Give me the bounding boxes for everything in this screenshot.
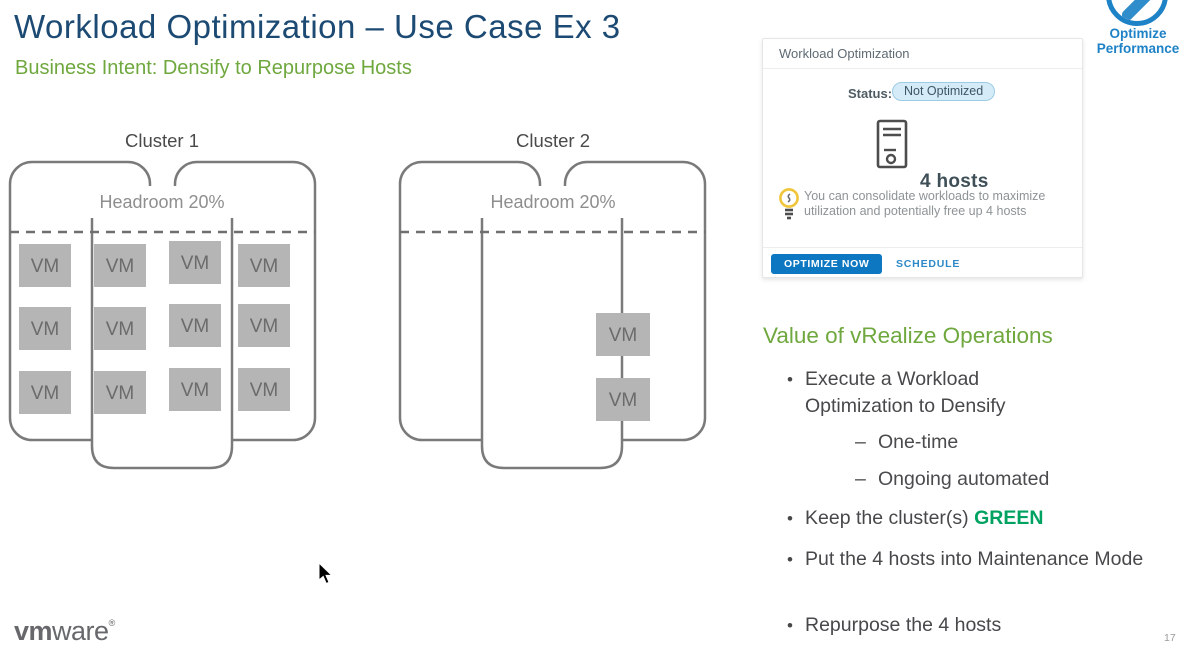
bullet-dot: •	[787, 616, 793, 635]
vmware-logo: vmware®	[14, 616, 115, 647]
vm-grid: VM VM VM VM VM VM VM VM VM VM VM VM	[19, 241, 290, 414]
vm-box: VM	[238, 304, 290, 347]
bullet-repurpose-hosts: • Repurpose the 4 hosts	[787, 612, 1167, 639]
card-title: Workload Optimization	[763, 39, 1082, 69]
bullet-text: Keep the cluster(s) GREEN	[805, 505, 1043, 532]
svg-text:VM: VM	[250, 316, 279, 337]
bullet-maintenance-mode: • Put the 4 hosts into Maintenance Mode	[787, 546, 1179, 573]
svg-text:VM: VM	[250, 380, 279, 401]
host-outline	[480, 218, 624, 470]
footer-divider	[763, 247, 1082, 248]
bullet-execute-optimization: • Execute a Workload Optimization to Den…	[787, 366, 1087, 420]
vm-box: VM	[169, 304, 221, 347]
svg-text:VM: VM	[181, 380, 210, 401]
bullet-keep-green: • Keep the cluster(s) GREEN	[787, 505, 1187, 532]
vm-box: VM	[238, 244, 290, 287]
svg-text:VM: VM	[106, 319, 135, 340]
svg-text:VM: VM	[609, 390, 638, 411]
server-host-icon	[876, 119, 908, 169]
logo-bold-part: vm	[14, 616, 53, 646]
bullet-text: Execute a Workload Optimization to Densi…	[805, 368, 1006, 417]
badge-label-line2: Performance	[1096, 41, 1180, 56]
sub-bullet-one-time: – One-time	[855, 429, 1155, 455]
tip-text: You can consolidate workloads to maximiz…	[804, 189, 1046, 218]
page-number: 17	[1164, 632, 1176, 644]
svg-text:VM: VM	[609, 325, 638, 346]
optimize-now-button[interactable]: OPTIMIZE NOW	[771, 254, 883, 274]
vm-box: VM	[238, 368, 290, 411]
headroom-label: Headroom 20%	[490, 192, 615, 212]
status-label: Status:	[848, 86, 893, 101]
logo-light-part: ware	[52, 616, 109, 646]
svg-text:VM: VM	[181, 316, 210, 337]
cluster-1-label: Cluster 1	[125, 130, 199, 151]
vm-box: VM	[94, 307, 146, 350]
lightbulb-tip-icon	[779, 188, 799, 220]
vm-box: VM	[596, 378, 650, 421]
svg-text:VM: VM	[31, 256, 60, 277]
page-subtitle: Business Intent: Densify to Repurpose Ho…	[15, 57, 412, 79]
bullet-text-prefix: Keep the cluster(s)	[805, 507, 975, 529]
sub-bullet-ongoing-automated: – Ongoing automated	[855, 466, 1175, 492]
host-outline	[90, 218, 234, 470]
headroom-label: Headroom 20%	[99, 192, 224, 212]
vm-box: VM	[94, 371, 146, 414]
sub-bullet-text: One-time	[878, 431, 959, 453]
vm-box: VM	[596, 313, 650, 356]
vm-box: VM	[169, 368, 221, 411]
schedule-button[interactable]: SCHEDULE	[896, 258, 961, 270]
status-badge: Not Optimized	[892, 82, 996, 101]
host-outline-fill	[482, 186, 622, 468]
cluster-2-group: Cluster 2 Headroom 20% VM VM	[398, 130, 707, 470]
svg-text:VM: VM	[181, 253, 210, 274]
vm-box: VM	[19, 307, 71, 350]
bullet-dot: •	[787, 370, 793, 389]
hosts-count: 4 hosts	[920, 171, 989, 192]
green-highlight-text: GREEN	[974, 507, 1044, 529]
svg-text:VM: VM	[31, 383, 60, 404]
sub-bullet-text: Ongoing automated	[878, 468, 1050, 490]
vm-box: VM	[19, 244, 71, 287]
vm-grid: VM VM	[596, 313, 650, 421]
vm-box: VM	[169, 241, 221, 284]
svg-text:VM: VM	[31, 319, 60, 340]
bullet-dot: •	[787, 509, 793, 528]
badge-label-line1: Optimize	[1109, 26, 1167, 41]
wrench-icon	[1119, 0, 1155, 21]
svg-text:VM: VM	[250, 256, 279, 277]
cluster-2-label: Cluster 2	[516, 130, 590, 151]
workload-optimization-card: Workload Optimization Status: Not Optimi…	[762, 38, 1083, 278]
page-title: Workload Optimization – Use Case Ex 3	[14, 8, 621, 45]
bullet-dot: •	[787, 550, 793, 569]
svg-text:VM: VM	[106, 383, 135, 404]
bullet-text: Put the 4 hosts into Maintenance Mode	[805, 548, 1144, 570]
vm-box: VM	[94, 244, 146, 287]
dash-marker: –	[855, 468, 866, 490]
mouse-cursor-icon	[318, 562, 333, 585]
registered-mark: ®	[108, 618, 116, 628]
cluster-1-group: Cluster 1 Headroom 20% VM VM VM VM VM VM…	[8, 130, 317, 470]
bullet-text: Repurpose the 4 hosts	[805, 614, 1002, 636]
value-section-heading: Value of vRealize Operations	[763, 323, 1053, 348]
svg-text:VM: VM	[106, 256, 135, 277]
vm-box: VM	[19, 371, 71, 414]
dash-marker: –	[855, 431, 866, 453]
clusters-diagram: Cluster 1 Headroom 20% VM VM VM VM VM VM…	[8, 130, 707, 470]
optimize-performance-icon	[1106, 0, 1168, 26]
